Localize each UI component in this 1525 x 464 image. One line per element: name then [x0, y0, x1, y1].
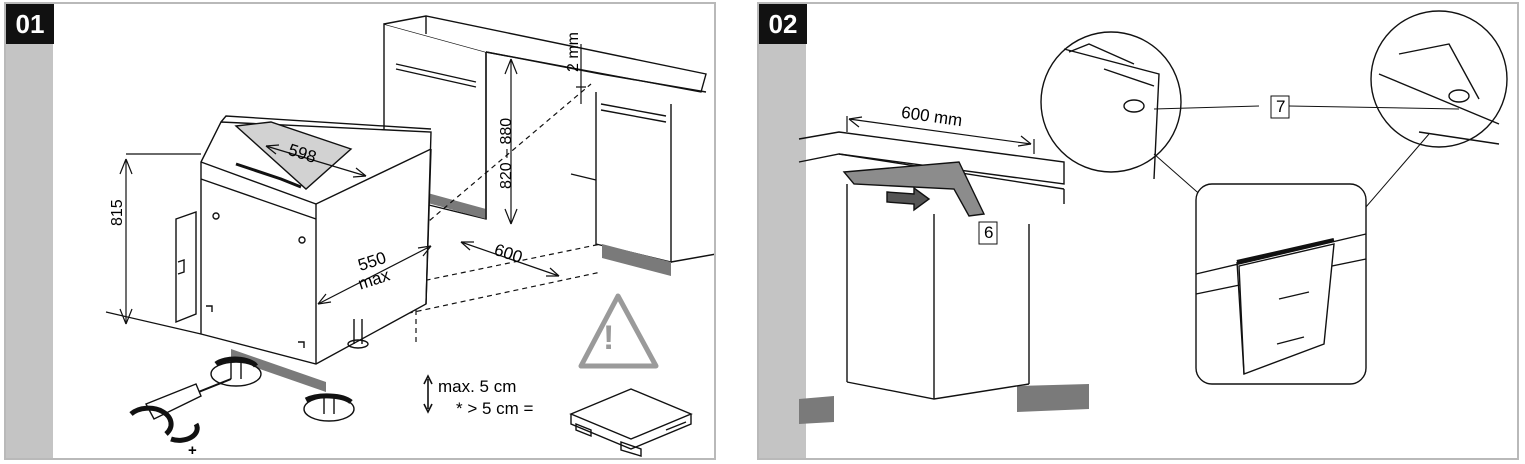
- countertop-niche-illustration: [798, 131, 1089, 424]
- installation-illustration-02: [798, 10, 1508, 424]
- dishwasher-illustration: [200, 115, 432, 392]
- warning-triangle-icon: [578, 293, 659, 369]
- screw-plus-sign: +: [188, 442, 197, 459]
- callout-box-6: [978, 221, 998, 245]
- adjustable-feet-illustration: [210, 319, 369, 422]
- platform-note: * > 5 cm =: [456, 399, 534, 418]
- wooden-platform-illustration: [569, 388, 693, 457]
- dimension-height: 815: [109, 199, 126, 226]
- kitchen-cabinets-illustration: [383, 15, 714, 276]
- installed-dishwasher-detail: [1195, 183, 1367, 385]
- installation-illustration-01: [105, 15, 714, 457]
- dimension-600mm: [846, 116, 1035, 154]
- dimension-niche-height: 820 – 880: [498, 117, 515, 189]
- callout-box-7: [1270, 95, 1290, 119]
- adjust-note: max. 5 cm: [438, 377, 517, 396]
- detail-magnifier-left: [1040, 31, 1182, 180]
- callout-7: 7: [1276, 97, 1286, 116]
- dimension-gap: 2 mm: [565, 32, 582, 72]
- step-number-badge: 01: [6, 4, 54, 44]
- step-panel-01: 01: [4, 2, 716, 460]
- screwdriver-illustration: [129, 378, 232, 443]
- step-panel-02: 02: [757, 2, 1519, 460]
- panel-stripe: [759, 4, 806, 458]
- panel-stripe: [6, 4, 53, 458]
- detail-magnifier-right: [1370, 10, 1508, 148]
- warning-exclamation: !: [603, 319, 615, 357]
- callout-6: 6: [984, 223, 994, 242]
- door-panel-illustration: [175, 211, 197, 324]
- step-number-badge: 02: [759, 4, 807, 44]
